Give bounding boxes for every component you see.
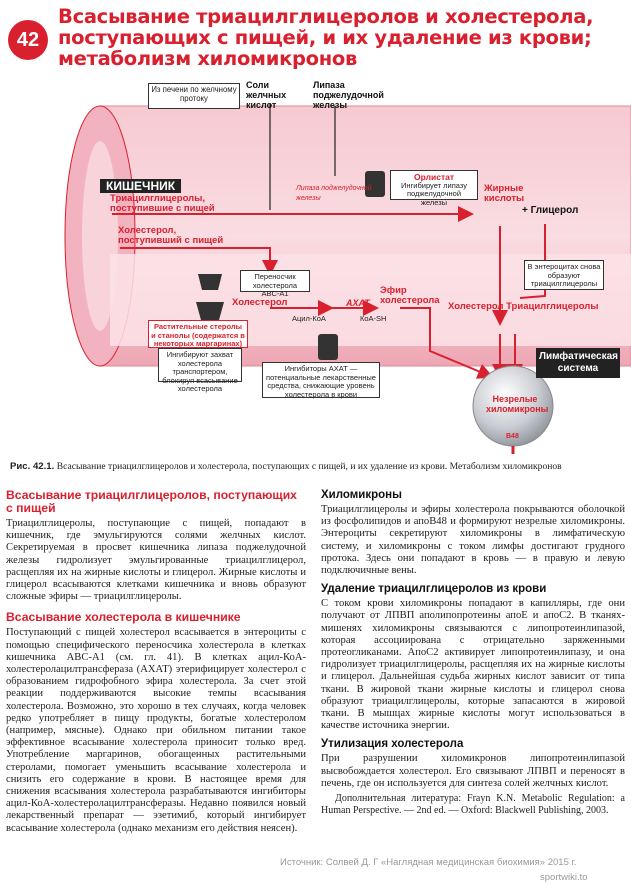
glycerol-down-arrow — [519, 224, 546, 299]
section-title-chol-utilization: Утилизация холестерола — [321, 738, 464, 751]
glycerol-label: + Глицерол — [522, 205, 579, 216]
source-footer: Источник: Солвей Д. Г «Наглядная медицин… — [280, 857, 577, 868]
section-text-tag-absorption: Триацилглицеролы, поступающие с пищей, п… — [6, 518, 306, 603]
section-title-chol-absorption: Всасывание холестерола в кишечнике — [6, 610, 241, 625]
acat-label: АХАТ — [346, 298, 370, 308]
coa-sh-label: КоА-SH — [360, 314, 387, 323]
sterols-box: Растительные стеролы и станолы (содержат… — [148, 320, 248, 348]
ester-arrow — [400, 307, 431, 334]
figure-42-1: Из печени по желчному протоку Соли желчн… — [0, 76, 631, 456]
abc-a1-box: Переносчик холестерола ABC-A1 — [240, 270, 310, 298]
chylo-label: Незрелые хиломикроны — [486, 394, 549, 414]
section-title-chylomicrons: Хиломикроны — [321, 489, 402, 501]
pancreatic-lipase-label: Липаза поджелудочной железы — [313, 80, 384, 110]
rx-acat-icon — [318, 334, 338, 360]
cholesterol-label: Холестерол — [232, 297, 288, 308]
section-text-tag-removal: С током крови хиломикроны попадают в кап… — [321, 598, 625, 732]
further-reading: Дополнительная литература: Frayn K.N. Me… — [321, 793, 625, 816]
fatty-acids-label: Жирные кислоты — [484, 183, 525, 204]
chol-tag-label: Холестерол Триацилглицеролы — [448, 301, 599, 312]
section-text-chol-utilization: При разрушении хиломикронов липопротеинл… — [321, 753, 625, 789]
intestine-label: КИШЕЧНИК — [100, 179, 182, 193]
section-title-tag-removal: Удаление триацилглицеролов из крови — [321, 583, 547, 596]
chylo-arrow-3 — [429, 334, 494, 379]
ester-label: Эфир холестерола — [380, 285, 440, 306]
section-title-tag-absorption: Всасывание триацилглицеролов, поступающи… — [6, 488, 297, 515]
chol-arrow — [120, 247, 278, 276]
right-column: Хиломикроны Триацилглицеролы и эфиры хол… — [321, 487, 625, 816]
orlistat-box: Орлистат Ингибирует липазу поджелудочной… — [390, 170, 478, 206]
chol-in-label: Холестерол, поступивший с пищей — [118, 225, 224, 246]
mortar-icon-1 — [198, 274, 222, 290]
intestine-diagram — [64, 104, 631, 454]
site-footer: sportwiki.to — [540, 872, 588, 883]
acyl-coa-label: Ацил-КоА — [292, 314, 326, 323]
left-column: Всасывание триацилглицеролов, поступающи… — [6, 487, 306, 835]
section-text-chylomicrons: Триацилглицеролы и эфиры холестерола пок… — [321, 504, 625, 577]
lipase-inner-label: Липаза поджелудочной железы — [296, 185, 372, 202]
section-text-chol-absorption: Поступающий с пищей холестерол всасывает… — [6, 627, 306, 834]
enterocyte-box: В энтероцитах снова образуют триацилглиц… — [524, 260, 604, 290]
liver-box: Из печени по желчному протоку — [148, 83, 240, 109]
page-title: Всасывание триацилглицеролов и холестеро… — [58, 5, 594, 70]
acat-inhibitors-box: Ингибиторы АХАТ — потенциальные лекарств… — [262, 362, 380, 398]
tag-in-label: Триацилглицеролы, поступившие с пищей — [110, 193, 215, 214]
figure-caption: Рис. 42.1. Всасывание триацилглицеролов … — [10, 461, 562, 472]
mortar-icon-2 — [196, 302, 224, 320]
sterols-desc-box: Ингибируют захват холестерола транспорте… — [158, 348, 242, 393]
lymph-label: Лимфатическая система — [536, 348, 620, 378]
b48-label: B48 — [506, 433, 519, 440]
bile-salts-label: Соли желчных кислот — [246, 80, 287, 110]
chapter-number-badge: 42 — [8, 20, 48, 60]
rx-orlistat-icon — [365, 171, 385, 197]
